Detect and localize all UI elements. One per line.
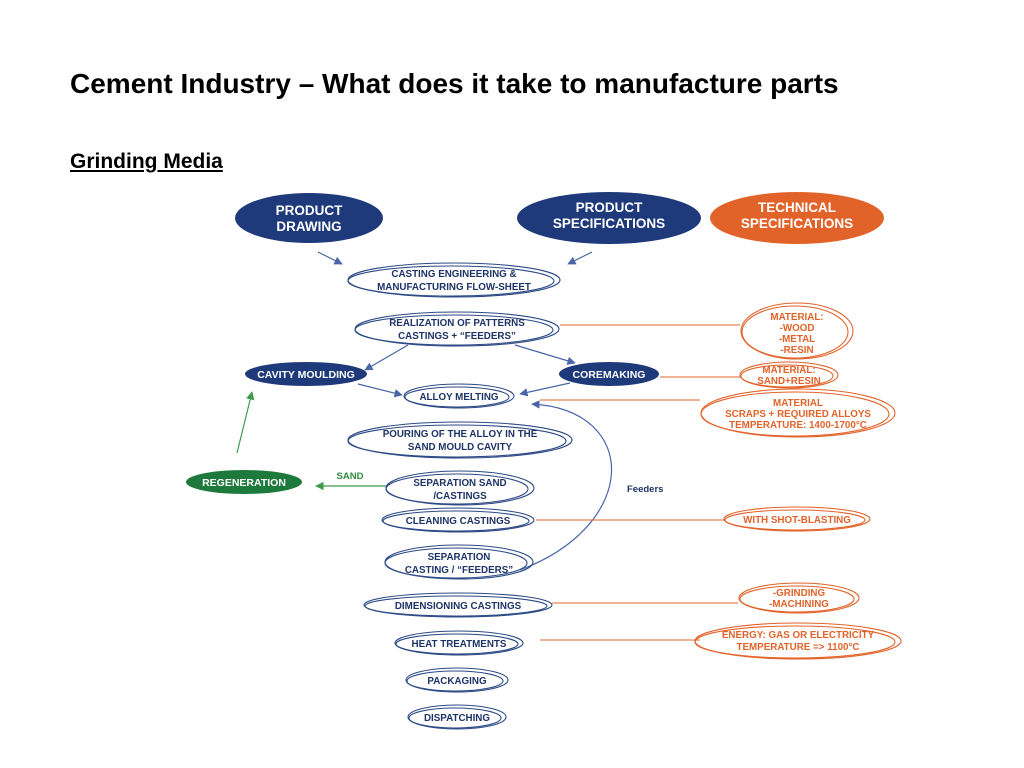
material-pattern-line-3: -METAL xyxy=(779,334,815,345)
arrow-drawing-to-engineering xyxy=(317,251,343,265)
arrow-coremaking-to-melting xyxy=(519,382,571,397)
pouring-line-2: SAND MOULD CAVITY xyxy=(408,442,513,453)
feeders-label: Feeders xyxy=(627,484,663,495)
material-alloy-line-2: SCRAPS + REQUIRED ALLOYS xyxy=(725,409,871,420)
product-specifications-line-2: SPECIFICATIONS xyxy=(553,216,665,231)
material-pattern-line-4: -RESIN xyxy=(780,345,813,356)
cavity-moulding-label: CAVITY MOULDING xyxy=(257,369,355,381)
coremaking-node: COREMAKING xyxy=(559,362,659,386)
separation-sand-line-2: /CASTINGS xyxy=(433,491,487,502)
grinding-machining-line-1: -GRINDING xyxy=(773,588,826,599)
energy-node: ENERGY: GAS OR ELECTRICITY TEMPERATURE =… xyxy=(694,622,902,660)
material-alloy-line-1: MATERIAL xyxy=(773,398,823,409)
regeneration-label: REGENERATION xyxy=(202,477,286,489)
alloy-melting-node: ALLOY MELTING xyxy=(403,383,515,409)
material-core-node: MATERIAL: SAND+RESIN xyxy=(739,361,839,389)
packaging-node: PACKAGING xyxy=(405,667,509,693)
dimensioning-castings-node: DIMENSIONING CASTINGS xyxy=(363,592,553,618)
pouring-line-1: POURING OF THE ALLOY IN THE xyxy=(383,429,538,440)
separation-casting-node: SEPARATION CASTING / “FEEDERS” xyxy=(384,544,534,580)
casting-engineering-line-2: MANUFACTURING FLOW-SHEET xyxy=(377,282,531,293)
product-specifications-line-1: PRODUCT xyxy=(576,200,644,215)
material-pattern-line-1: MATERIAL: xyxy=(770,312,823,323)
casting-engineering-node: CASTING ENGINEERING & MANUFACTURING FLOW… xyxy=(347,262,561,298)
cavity-moulding-node: CAVITY MOULDING xyxy=(245,362,367,386)
separation-casting-line-1: SEPARATION xyxy=(428,552,491,563)
technical-specifications-line-1: TECHNICAL xyxy=(758,200,836,215)
arrow-specs-to-engineering xyxy=(567,251,593,265)
pouring-node: POURING OF THE ALLOY IN THE SAND MOULD C… xyxy=(347,421,573,459)
dispatching-label: DISPATCHING xyxy=(424,713,490,724)
sand-label: SAND xyxy=(337,471,364,482)
separation-sand-node: SEPARATION SAND /CASTINGS xyxy=(385,470,535,506)
separation-sand-line-1: SEPARATION SAND xyxy=(413,478,506,489)
grinding-machining-node: -GRINDING -MACHINING xyxy=(738,582,860,614)
alloy-melting-label: ALLOY MELTING xyxy=(419,392,498,403)
material-core-line-2: SAND+RESIN xyxy=(757,376,820,387)
product-drawing-line-1: PRODUCT xyxy=(276,203,344,218)
energy-line-2: TEMPERATURE => 1100°C xyxy=(737,642,860,653)
slide-title: Cement Industry – What does it take to m… xyxy=(70,68,839,99)
feeders-return-arrow xyxy=(519,400,613,571)
casting-engineering-line-1: CASTING ENGINEERING & xyxy=(391,269,516,280)
material-alloy-line-3: TEMPERATURE: 1400-1700°C xyxy=(729,420,867,431)
arrow-regeneration-to-moulding xyxy=(236,391,255,454)
shot-blasting-label: WITH SHOT-BLASTING xyxy=(743,515,851,526)
material-pattern-line-2: -WOOD xyxy=(780,323,815,334)
technical-specifications-node: TECHNICAL SPECIFICATIONS xyxy=(710,192,884,244)
material-pattern-node: MATERIAL: -WOOD -METAL -RESIN xyxy=(740,302,854,360)
arrow-patterns-to-moulding xyxy=(364,344,409,371)
product-specifications-node: PRODUCT SPECIFICATIONS xyxy=(517,192,701,244)
arrow-patterns-to-coremaking xyxy=(514,344,576,365)
coremaking-label: COREMAKING xyxy=(573,369,646,381)
dimensioning-castings-label: DIMENSIONING CASTINGS xyxy=(395,601,522,612)
heat-treatments-label: HEAT TREATMENTS xyxy=(412,639,507,650)
realization-patterns-node: REALIZATION OF PATTERNS CASTINGS + “FEED… xyxy=(354,311,560,347)
packaging-label: PACKAGING xyxy=(427,676,487,687)
shot-blasting-node: WITH SHOT-BLASTING xyxy=(723,506,871,532)
product-drawing-line-2: DRAWING xyxy=(276,219,341,234)
product-drawing-node: PRODUCT DRAWING xyxy=(235,193,383,243)
energy-line-1: ENERGY: GAS OR ELECTRICITY xyxy=(722,630,875,641)
dispatching-node: DISPATCHING xyxy=(407,704,507,730)
material-alloy-node: MATERIAL SCRAPS + REQUIRED ALLOYS TEMPER… xyxy=(700,388,896,438)
slide-subtitle: Grinding Media xyxy=(70,150,223,173)
technical-specifications-line-2: SPECIFICATIONS xyxy=(741,216,853,231)
realization-patterns-line-1: REALIZATION OF PATTERNS xyxy=(389,318,525,329)
heat-treatments-node: HEAT TREATMENTS xyxy=(394,630,524,656)
cleaning-castings-node: CLEANING CASTINGS xyxy=(381,507,535,533)
material-core-line-1: MATERIAL: xyxy=(762,365,815,376)
grinding-machining-line-2: -MACHINING xyxy=(769,599,829,610)
separation-casting-line-2: CASTING / “FEEDERS” xyxy=(405,565,513,576)
regeneration-node: REGENERATION xyxy=(186,470,302,494)
realization-patterns-line-2: CASTINGS + “FEEDERS” xyxy=(398,331,516,342)
cleaning-castings-label: CLEANING CASTINGS xyxy=(406,516,511,527)
arrow-moulding-to-melting xyxy=(357,383,403,398)
